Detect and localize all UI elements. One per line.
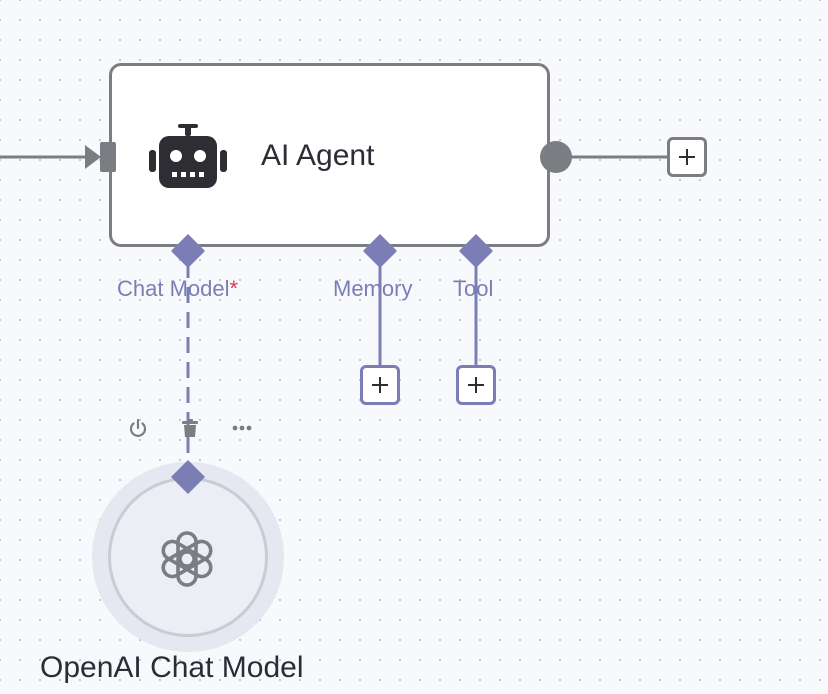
- output-handle[interactable]: [539, 141, 573, 175]
- chat-model-label-text: Chat Model: [117, 276, 230, 301]
- input-handle[interactable]: [99, 141, 117, 173]
- tool-port-label: Tool: [453, 276, 494, 301]
- model-output-handle[interactable]: [170, 459, 206, 495]
- add-memory-button[interactable]: [360, 365, 400, 405]
- plus-icon: [468, 377, 484, 393]
- node-options-button[interactable]: [229, 415, 255, 441]
- plus-icon: [372, 377, 388, 393]
- more-icon: [232, 425, 252, 431]
- robot-icon: [149, 124, 227, 188]
- deactivate-node-button[interactable]: [125, 415, 151, 441]
- chat-model-port-label: Chat Model*: [117, 275, 238, 303]
- add-next-node-button[interactable]: [667, 137, 707, 177]
- tool-port-handle[interactable]: [458, 233, 494, 269]
- openai-logo-icon: [161, 531, 213, 587]
- add-tool-button[interactable]: [456, 365, 496, 405]
- chat-model-port-handle[interactable]: [170, 233, 206, 269]
- plus-icon: [679, 149, 695, 165]
- openai-chat-model-label: OpenAI Chat Model: [40, 651, 304, 684]
- power-icon: [129, 418, 147, 437]
- trash-icon: [182, 419, 198, 437]
- memory-port-label: Memory: [333, 276, 413, 301]
- delete-node-button[interactable]: [177, 415, 203, 441]
- memory-port-handle[interactable]: [362, 233, 398, 269]
- required-marker: *: [229, 276, 239, 301]
- ai-agent-title: AI Agent: [261, 139, 375, 172]
